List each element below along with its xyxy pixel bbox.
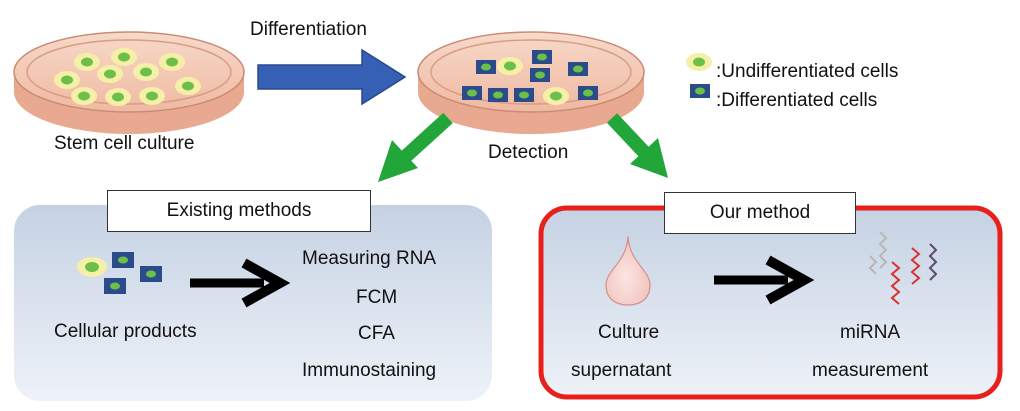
supernatant-label: supernatant xyxy=(571,360,672,381)
detection-label: Detection xyxy=(488,142,569,163)
method-cfa: CFA xyxy=(358,323,395,344)
differentiated-cell-icon xyxy=(462,50,598,102)
measurement-label: measurement xyxy=(812,360,929,381)
our-method-title: Our method xyxy=(664,192,856,234)
method-fcm: FCM xyxy=(356,287,398,308)
differentiation-arrow-icon xyxy=(257,48,407,106)
green-arrow-right-icon xyxy=(606,113,668,178)
our-arrow-icon xyxy=(714,255,815,305)
supernatant-droplet-icon xyxy=(605,235,651,306)
cellular-products-label: Cellular products xyxy=(54,321,197,342)
detection-dish-icon xyxy=(417,31,645,134)
green-arrow-left-icon xyxy=(378,112,453,182)
legend-undifferentiated-icon xyxy=(686,53,712,71)
stem-cell-culture-label: Stem cell culture xyxy=(54,133,195,154)
culture-label: Culture xyxy=(598,322,660,343)
mirna-label: miRNA xyxy=(840,322,901,343)
our-method-title-text: Our method xyxy=(709,202,811,223)
legend-differentiated-icon xyxy=(690,84,710,98)
legend-undifferentiated-label: :Undifferentiated cells xyxy=(716,61,899,82)
legend-differentiated-label: :Differentiated cells xyxy=(716,90,878,111)
cellular-products-icon xyxy=(77,252,162,294)
existing-methods-title-text: Existing methods xyxy=(166,200,312,221)
existing-methods-title: Existing methods xyxy=(107,190,371,232)
mirna-strands-icon xyxy=(868,231,938,305)
undifferentiated-cell-icon xyxy=(497,57,569,105)
differentiation-label: Differentiation xyxy=(250,19,367,40)
method-measuring-rna: Measuring RNA xyxy=(302,248,437,269)
undifferentiated-cell-icon xyxy=(54,48,201,106)
existing-arrow-icon xyxy=(190,258,291,308)
stem-cell-dish-icon xyxy=(13,31,245,134)
method-immunostaining: Immunostaining xyxy=(302,360,437,381)
